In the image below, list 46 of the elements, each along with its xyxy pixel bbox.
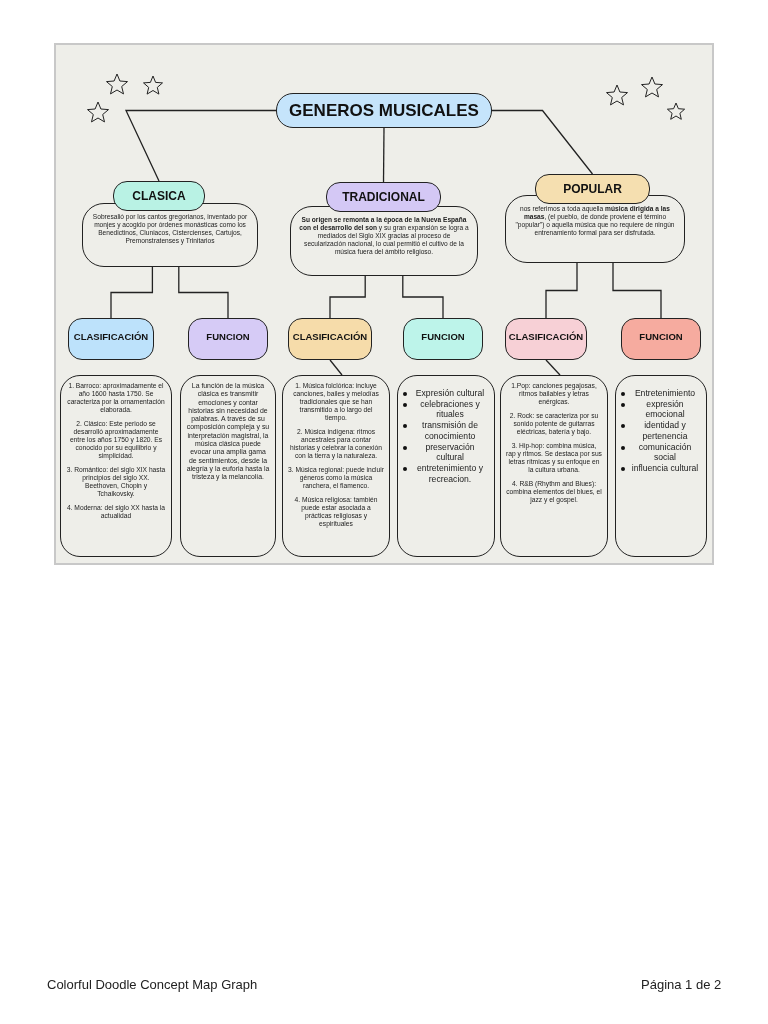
list-item: Entretenimiento: [633, 388, 697, 399]
node-title: FUNCION: [421, 331, 465, 342]
title-box: [276, 93, 492, 128]
subtopic-box: [505, 318, 587, 360]
subtopic-box: [621, 318, 701, 360]
category-box: [535, 174, 650, 204]
connector-line: [178, 266, 229, 319]
subtopic-box: [188, 318, 268, 360]
list-item: Expresión cultural: [414, 388, 486, 399]
connector-line: [612, 262, 662, 319]
connector-line: [545, 262, 578, 319]
detail-box: [282, 375, 390, 557]
node-title: CLASIFICACIÓN: [292, 331, 368, 342]
connector-line: [329, 359, 343, 376]
connector-line: [110, 266, 154, 319]
connector-line: [491, 109, 594, 175]
node-title: TRADICIONAL: [342, 190, 425, 204]
detail-box: [60, 375, 172, 557]
node-title: CLASIFICACIÓN: [73, 331, 149, 342]
subtopic-box: [403, 318, 483, 360]
node-title: CLASIFICACIÓN: [508, 331, 584, 342]
list-item: influencia cultural: [630, 463, 700, 474]
connector-line: [545, 359, 561, 376]
footer-text: Colorful Doodle Concept Map Graph: [47, 977, 258, 992]
node-title: FUNCION: [206, 331, 250, 342]
node-title: POPULAR: [563, 182, 622, 196]
node-title: FUNCION: [639, 331, 683, 342]
page-number: Página 1 de 2: [641, 977, 722, 992]
detail-box: [615, 375, 707, 557]
list-item: entretenimiento y recreacion.: [416, 463, 484, 485]
connector-line: [329, 275, 366, 319]
description-box: [290, 206, 478, 276]
detail-box: [180, 375, 276, 557]
category-box: [326, 182, 441, 212]
connector-line: [382, 127, 385, 183]
description-box: [505, 195, 685, 263]
description-box: [82, 203, 258, 267]
node-title: GENEROS MUSICALES: [289, 100, 479, 121]
detail-box: [500, 375, 608, 557]
subtopic-box: [288, 318, 372, 360]
detail-box: [397, 375, 495, 557]
subtopic-box: [68, 318, 154, 360]
connector-line: [124, 109, 277, 182]
connector-line: [402, 275, 444, 319]
category-box: [113, 181, 205, 211]
node-title: CLASICA: [132, 189, 186, 203]
